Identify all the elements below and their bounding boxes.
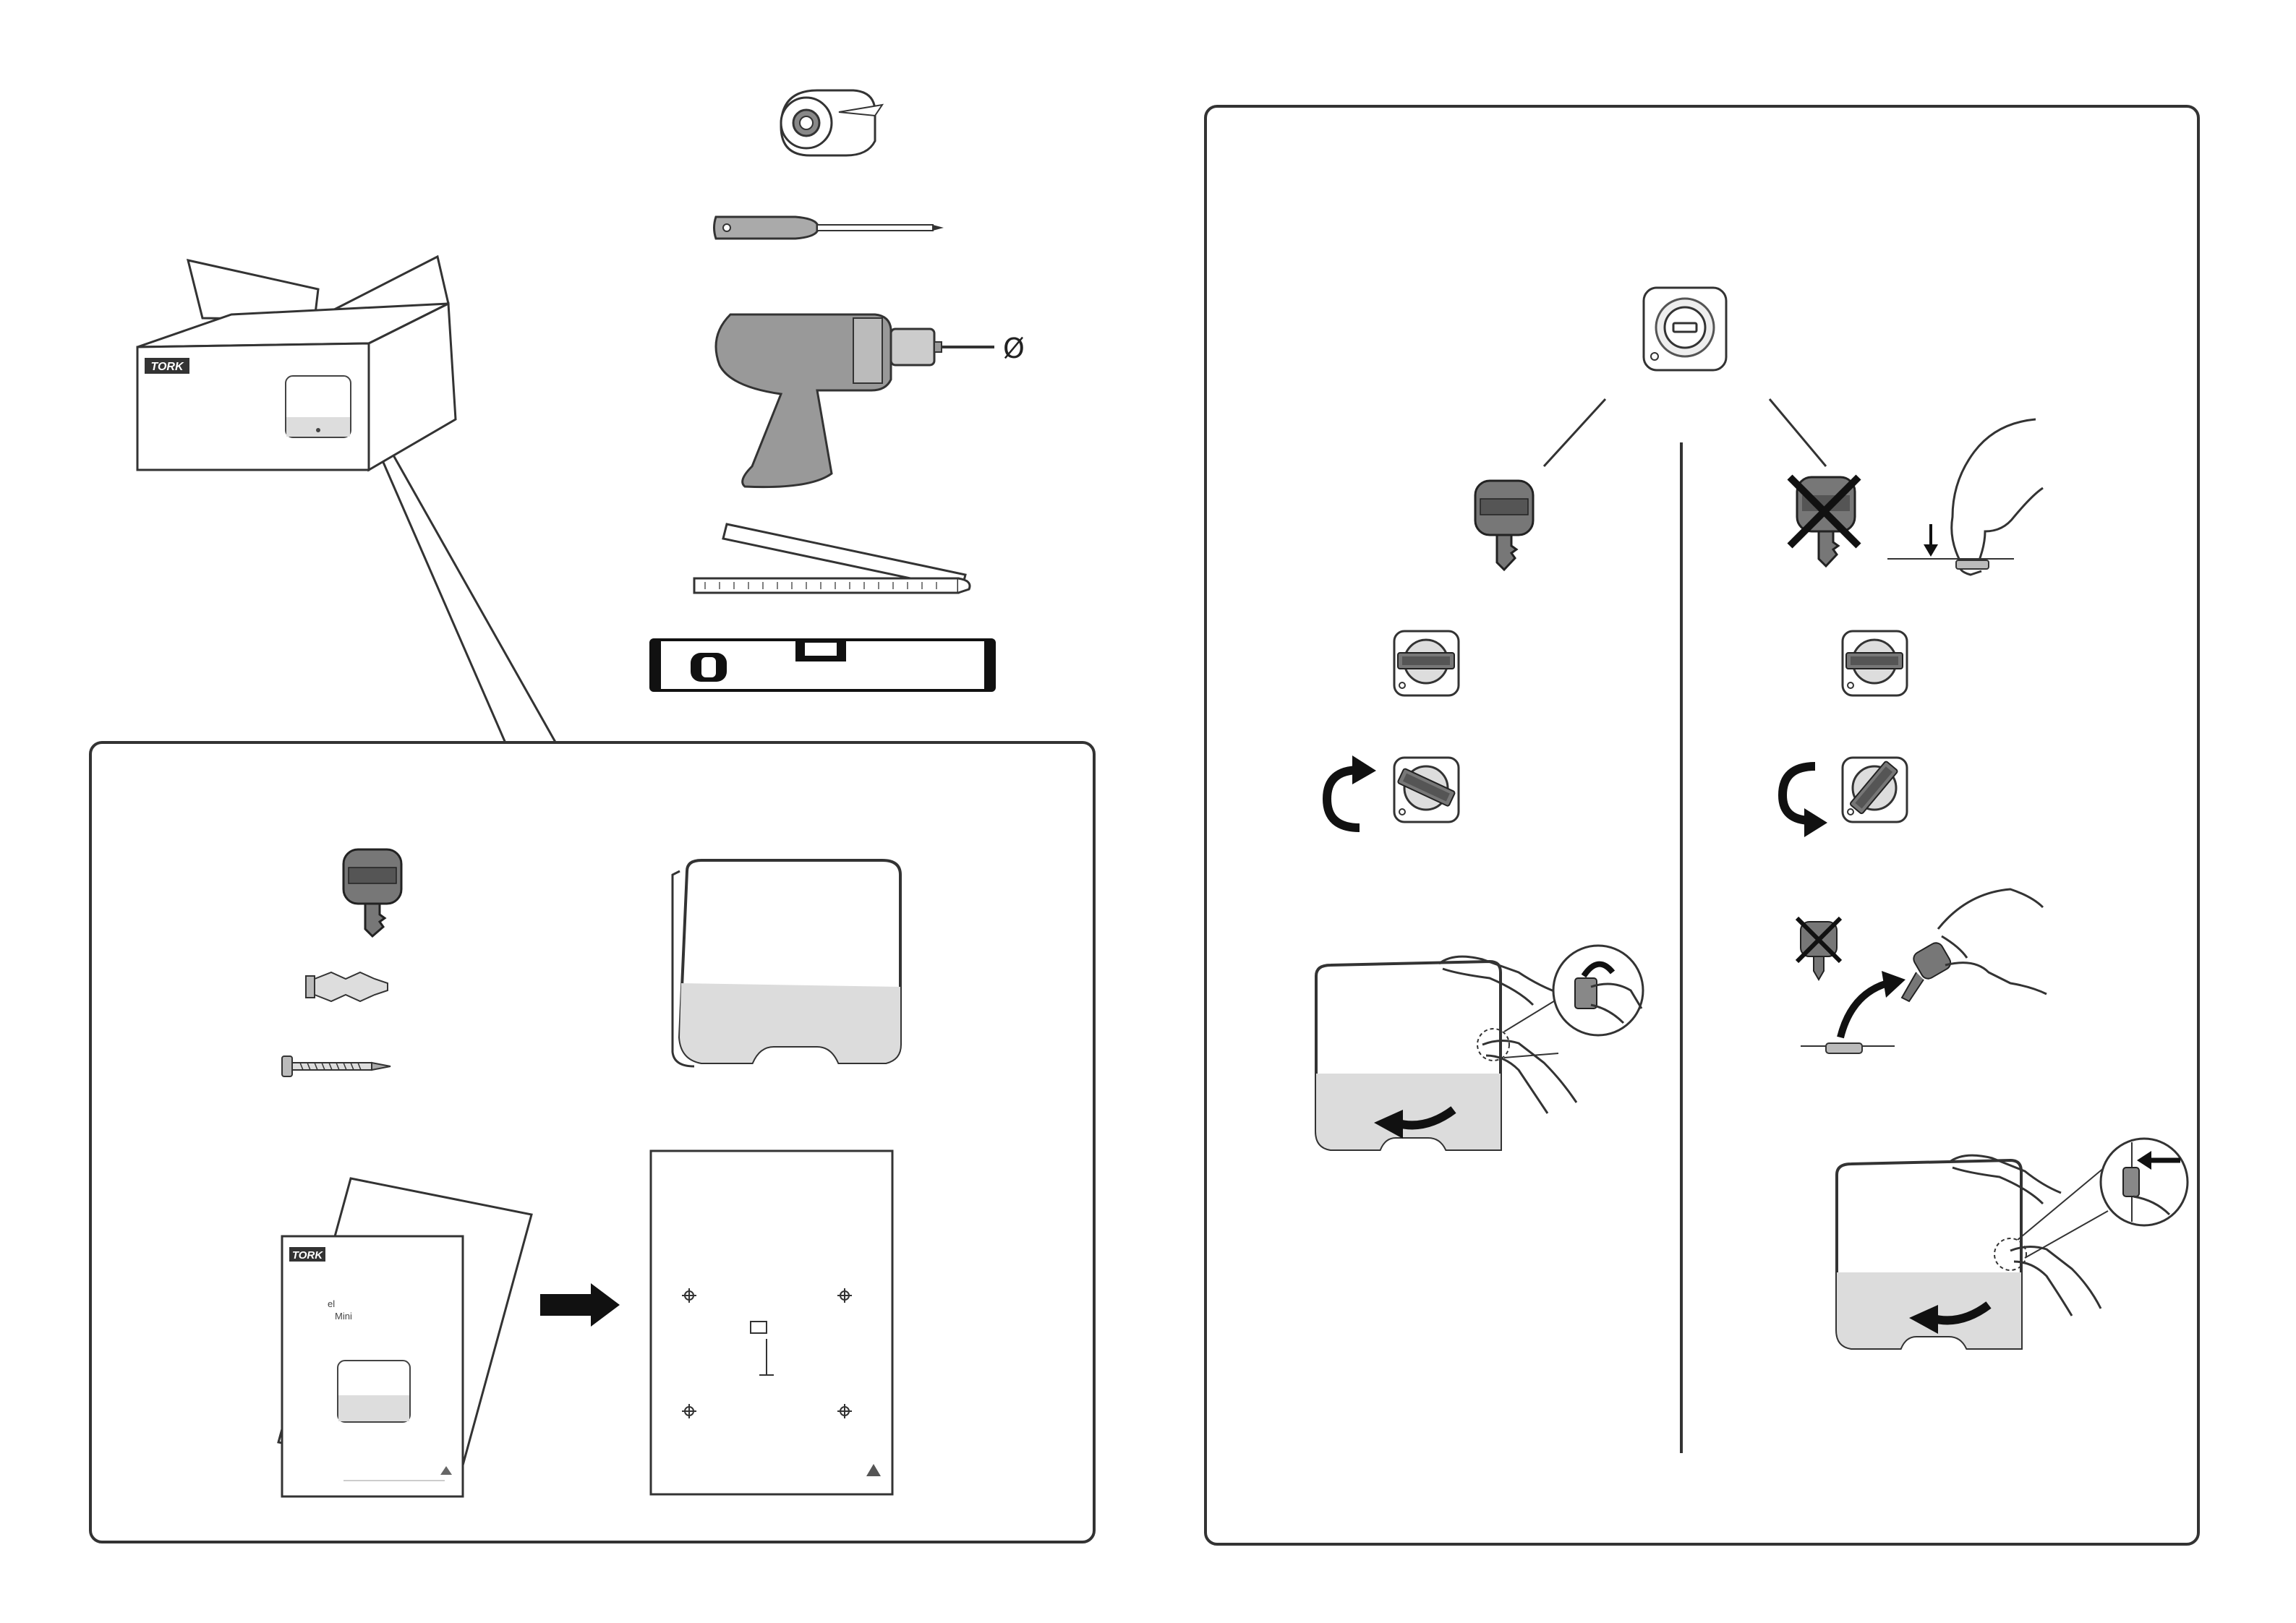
lock-icon xyxy=(1392,755,1461,824)
remove-key-illustration xyxy=(1793,878,2054,1066)
hand-icon xyxy=(1887,416,2047,589)
lock-icon xyxy=(1392,629,1461,698)
key-icon xyxy=(1472,477,1537,575)
rotate-clockwise-icon xyxy=(1320,752,1378,839)
lock-icon xyxy=(1840,755,1909,824)
lock-icon xyxy=(1840,629,1909,698)
rotate-counterclockwise-icon xyxy=(1775,752,1833,839)
open-dispenser-illustration xyxy=(1822,1135,2198,1366)
key-crossed-icon xyxy=(1786,474,1866,575)
open-dispenser-illustration xyxy=(1302,936,1678,1168)
